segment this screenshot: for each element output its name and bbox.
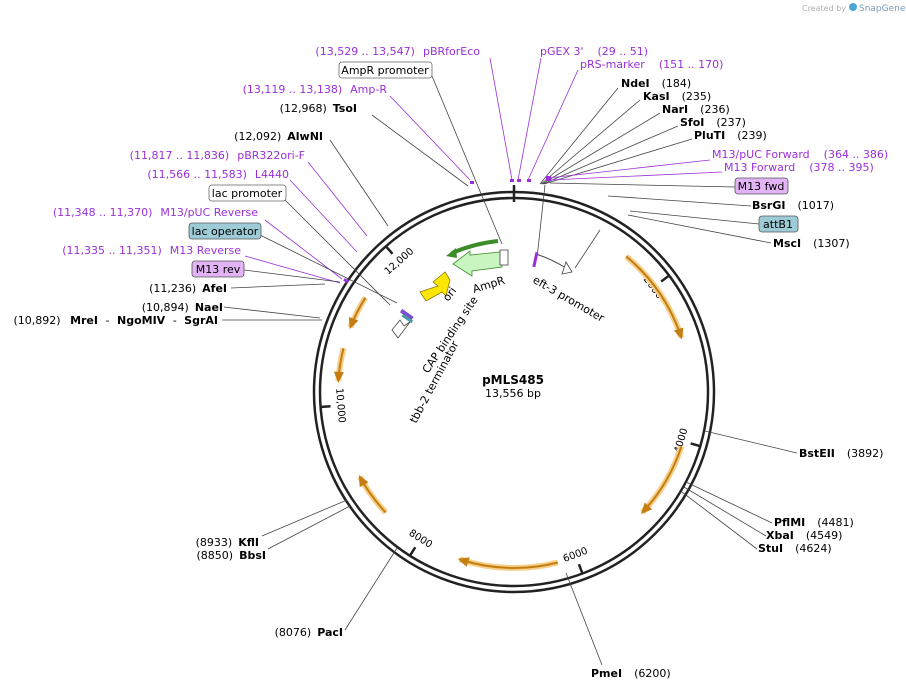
enzyme-paci: (8076)PacI — [275, 626, 343, 639]
plasmid-length: 13,556 bp — [485, 387, 541, 400]
plasmid-name: pMLS485 — [482, 373, 544, 387]
boxed-feature-m13-fwd: M13 fwd — [734, 177, 789, 195]
enzyme-nari: NarI(236) — [662, 103, 730, 116]
svg-text:M13 rev: M13 rev — [196, 263, 241, 276]
ampr-promoter-block — [499, 249, 509, 266]
enzyme-sfoi: SfoI(237) — [680, 116, 746, 129]
enzyme-naei: (10,894)NaeI — [142, 301, 223, 314]
boxed-feature-ampr-promoter: AmpR promoter — [338, 61, 433, 79]
primer-m13puc-reverse: (11,348 .. 11,370)M13/pUC Reverse — [53, 206, 258, 219]
tick-label: 8000 — [407, 528, 434, 551]
watermark-created-by: Created by — [802, 4, 846, 13]
feature-label-eft3: eft-3 promoter — [531, 273, 607, 325]
enzyme-kasi: KasI(235) — [643, 90, 711, 103]
cds-arrow-head — [673, 327, 684, 340]
primer-pbr322ori: (11,817 .. 11,836)pBR322ori-F — [130, 149, 305, 162]
svg-text:lac operator: lac operator — [192, 225, 259, 238]
site-markers — [343, 176, 551, 284]
boxed-feature-m13-rev: M13 rev — [191, 260, 245, 278]
tick-mark — [408, 546, 417, 557]
enzyme-tsoi: (12,968)TsoI — [280, 102, 357, 115]
cds-arrow-head — [457, 557, 470, 567]
svg-text:M13 fwd: M13 fwd — [738, 180, 785, 193]
tick-label: 10,000 — [333, 388, 347, 424]
primer-prs-marker: pRS-marker(151 .. 170) — [580, 58, 723, 71]
tick-mark — [690, 442, 701, 448]
enzyme-ndei: NdeI(184) — [621, 77, 691, 90]
primer-pgex3: pGEX 3'(29 .. 51) — [540, 45, 648, 58]
inner-feature-group — [391, 239, 573, 339]
tick-label: 12,000 — [383, 246, 417, 277]
ampr-arc — [451, 239, 499, 255]
svg-text:lac promoter: lac promoter — [212, 187, 283, 200]
enzyme-pluti: PluTI(239) — [694, 129, 767, 142]
tick-mark — [320, 404, 331, 409]
boxed-feature-attb1: attB1 — [758, 215, 799, 233]
enzyme-msci: MscI(1307) — [773, 237, 850, 250]
primer-ampr: (13,119 .. 13,138)Amp-R — [243, 83, 388, 96]
primer-m13-reverse: (11,335 .. 11,351)M13 Reverse — [62, 244, 241, 257]
primer-pbrforeco: (13,529 .. 13,547)pBRforEco — [315, 45, 480, 58]
cds-arc — [640, 445, 685, 515]
tick-mark — [660, 274, 670, 283]
svg-text:AmpR promoter: AmpR promoter — [341, 64, 429, 77]
enzyme-pmei: PmeI(6200) — [591, 667, 671, 680]
cds-arc-core — [459, 558, 559, 569]
cds-arc-core — [625, 255, 683, 338]
boxed-feature-lac-operator: lac operator — [188, 222, 262, 240]
enzyme-pflmi: PflMI(4481) — [774, 516, 854, 529]
enzyme-alwni: (12,092)AlwNI — [234, 130, 323, 143]
cds-arrow-head — [358, 475, 369, 488]
ori-arrow — [419, 271, 451, 302]
enzyme-xbai: XbaI(4549) — [766, 529, 842, 542]
ampr-arc-head — [446, 248, 457, 258]
enzyme-afei: (11,236)AfeI — [149, 282, 227, 295]
enzyme-bbsi: (8850)BbsI — [197, 549, 266, 562]
cds-arcs — [333, 254, 685, 571]
primer-m13-forward: M13 Forward(378 .. 395) — [724, 161, 874, 174]
enzyme-kfli: (8933)KflI — [196, 536, 259, 549]
enzyme-bsteii: BstEII(3892) — [799, 447, 883, 460]
tick-mark — [577, 563, 584, 574]
cds-arrow-head — [349, 317, 359, 330]
enzyme-mrei-ngomiv-sgrai: (10,892) MreI - NgoMIV - SgrAI — [13, 314, 218, 327]
cds-arrow-head — [640, 502, 653, 514]
feature-label-ampr: AmpR — [471, 274, 507, 296]
enzyme-bsrgi: BsrGI(1017) — [752, 199, 834, 212]
boxed-feature-lac-promoter: lac promoter — [208, 184, 287, 202]
primer-l4440: (11,566 .. 11,583)L4440 — [147, 168, 289, 181]
eft3-promoter-arc — [535, 253, 567, 269]
primer-m13puc-forward: M13/pUC Forward(364 .. 386) — [712, 148, 888, 161]
enzyme-stui: StuI(4624) — [758, 542, 832, 555]
snapgene-logo-icon — [849, 3, 857, 11]
cap-binding-marker — [399, 308, 414, 321]
svg-text:attB1: attB1 — [763, 218, 793, 231]
tick-mark — [384, 245, 394, 255]
cds-arrow-head — [333, 371, 344, 383]
tbb2-terminator-arrow — [391, 319, 411, 339]
eft3-promoter-head — [561, 261, 573, 275]
connector-lines — [222, 57, 798, 666]
tick-label: 6000 — [562, 546, 590, 565]
ampr-block-arrow — [452, 250, 503, 277]
watermark-brand: SnapGene — [859, 4, 906, 14]
